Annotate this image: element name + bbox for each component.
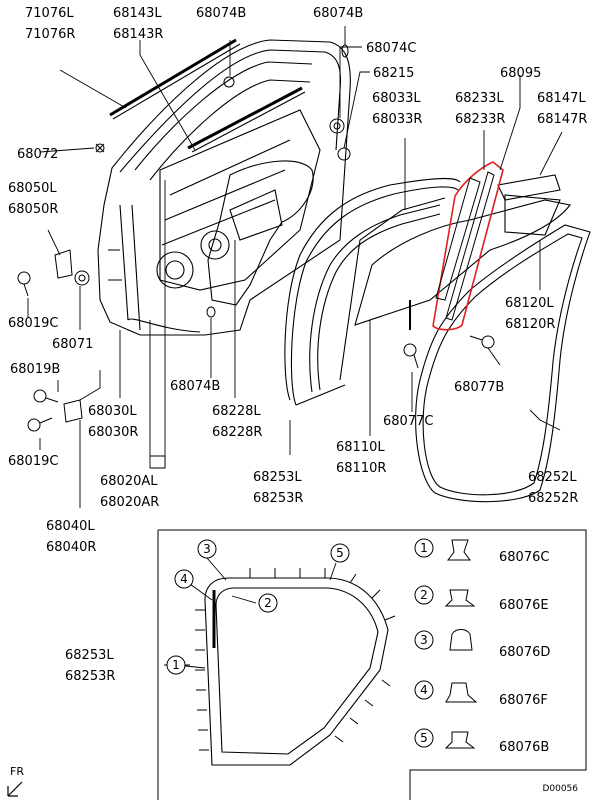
label-68233-l: 68233L [455, 91, 504, 106]
glass-68120-drawing [354, 174, 571, 326]
label-68033-l: 68033L [372, 91, 421, 106]
label-68072: 68072 [17, 147, 58, 162]
label-68228-l: 68228L [212, 404, 261, 419]
label-68077b: 68077B [454, 380, 504, 395]
label-68110-l: 68110L [336, 440, 385, 455]
label-68077c: 68077C [383, 414, 433, 429]
label-68120-r: 68120R [505, 317, 555, 332]
callout-4: 4 [180, 572, 188, 586]
legend-row-2: 2 68076E [414, 585, 549, 613]
label-68215: 68215 [373, 66, 414, 81]
label-68074b-1: 68074B [196, 6, 246, 21]
callout-5: 5 [336, 546, 344, 560]
label-68040-r: 68040R [46, 540, 96, 555]
legend-num-1: 1 [420, 541, 428, 555]
label-68095: 68095 [500, 66, 541, 81]
legend-row-1: 1 68076C [414, 538, 549, 565]
label-68253-l-inset: 68253L [65, 648, 114, 663]
label-68228-r: 68228R [212, 425, 262, 440]
callout-1: 1 [172, 658, 180, 672]
label-71076-l: 71076L [25, 6, 74, 21]
label-68143-l: 68143L [113, 6, 162, 21]
legend-num-5: 5 [420, 731, 428, 745]
label-68019c-b: 68019C [8, 454, 58, 469]
label-68147-r: 68147R [537, 112, 587, 127]
label-68030-l: 68030L [88, 404, 137, 419]
label-68033-r: 68033R [372, 112, 422, 127]
inset-detail [157, 529, 587, 800]
part-labels: 71076L 71076R 68143L 68143R 68074B 68074… [8, 6, 587, 684]
callout-2: 2 [264, 596, 272, 610]
weatherstrip-68252-drawing [415, 224, 591, 503]
label-68233-r: 68233R [455, 112, 505, 127]
highlight-68233 [432, 161, 504, 331]
clip-legend: 1 68076C 2 68076E 3 68076D 4 68076F 5 68… [414, 538, 550, 755]
label-68040-l: 68040L [46, 519, 95, 534]
label-68253-l-top: 68253L [253, 470, 302, 485]
legend-part-4: 68076F [499, 693, 548, 708]
legend-part-5: 68076B [499, 740, 549, 755]
label-68071: 68071 [52, 337, 93, 352]
hardware-drawing [17, 44, 495, 432]
label-68074b-mid: 68074B [170, 379, 220, 394]
sash-68233-drawing [435, 171, 495, 321]
legend-part-1: 68076C [499, 550, 549, 565]
label-68252-r: 68252R [528, 491, 578, 506]
inset-callouts: 3 4 2 5 1 [166, 539, 350, 675]
leader-lines [27, 26, 563, 666]
legend-row-4: 4 68076F [414, 680, 548, 708]
legend-part-2: 68076E [499, 598, 549, 613]
arrow-icon [7, 786, 18, 797]
label-68252-l: 68252L [528, 470, 577, 485]
label-71076-r: 71076R [25, 27, 75, 42]
label-68050-r: 68050R [8, 202, 58, 217]
label-68020-r: 68020AR [100, 495, 159, 510]
direction-label: FR [10, 765, 24, 778]
label-68019b: 68019B [10, 362, 60, 377]
label-68110-r: 68110R [336, 461, 386, 476]
legend-num-2: 2 [420, 588, 428, 602]
label-68253-r-inset: 68253R [65, 669, 115, 684]
legend-row-5: 5 68076B [414, 728, 549, 755]
legend-row-3: 3 68076D [414, 629, 550, 660]
label-68074b-2: 68074B [313, 6, 363, 21]
direction-indicator: FR [7, 765, 24, 797]
diagram-code: D00056 [542, 784, 578, 794]
label-68253-r-top: 68253R [253, 491, 303, 506]
callout-3: 3 [203, 542, 211, 556]
weatherstrip-68253-drawing [284, 177, 461, 406]
label-68120-l: 68120L [505, 296, 554, 311]
label-68147-l: 68147L [537, 91, 586, 106]
window-run-68110-drawing [309, 197, 446, 393]
legend-num-4: 4 [420, 683, 428, 697]
label-68030-r: 68030R [88, 425, 138, 440]
label-68074c: 68074C [366, 41, 416, 56]
legend-part-3: 68076D [499, 645, 550, 660]
label-68050-l: 68050L [8, 181, 57, 196]
label-68020-l: 68020AL [100, 474, 158, 489]
label-68143-r: 68143R [113, 27, 163, 42]
door-frame-drawing [97, 38, 351, 336]
legend-num-3: 3 [420, 633, 428, 647]
label-68019c-a: 68019C [8, 316, 58, 331]
